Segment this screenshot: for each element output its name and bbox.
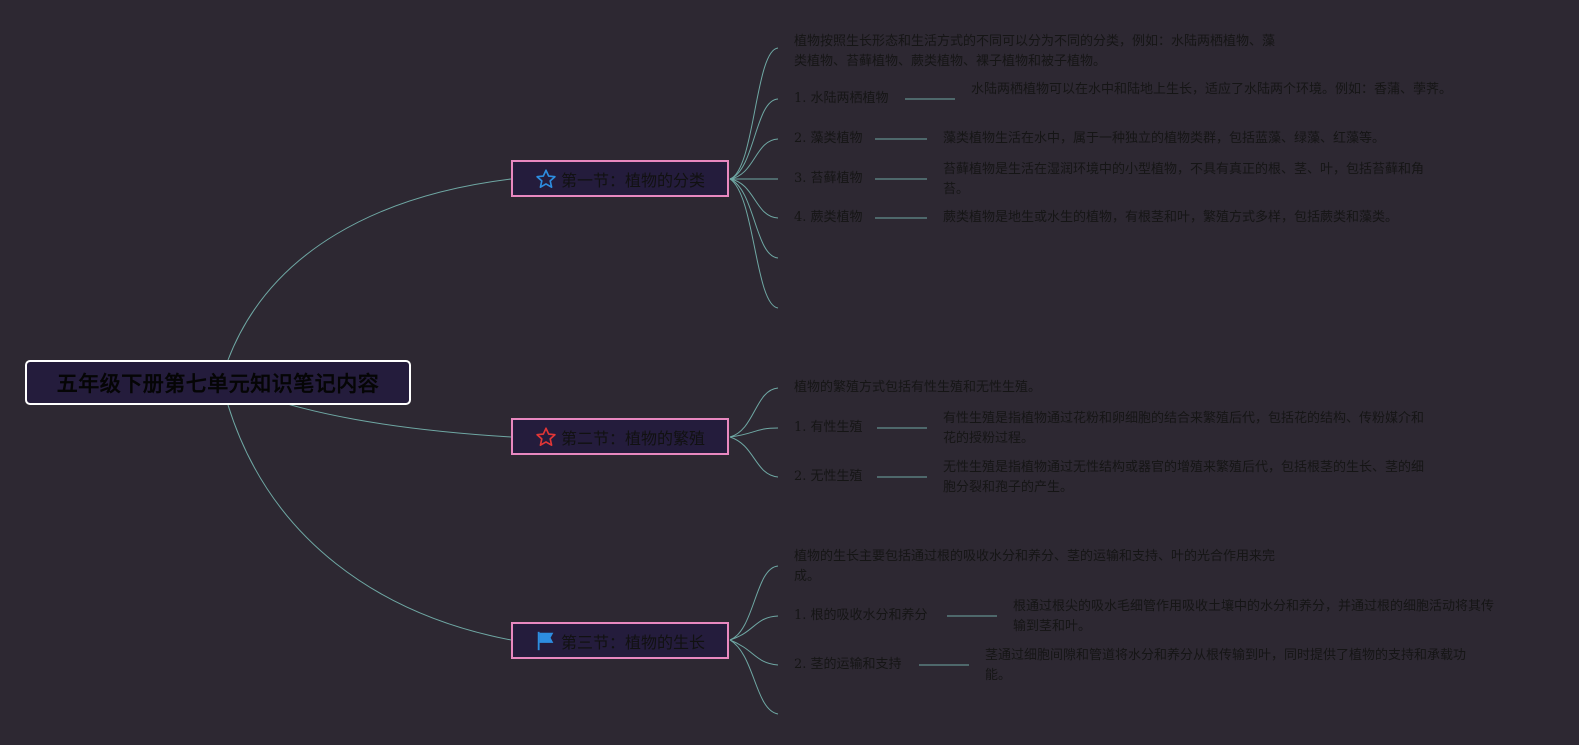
subtopic-detail: 有性生殖是指植物通过花粉和卵细胞的结合来繁殖后代，包括花的结构、传粉媒介和花的授… — [943, 411, 1425, 446]
subtopic-detail: 茎通过细胞间隙和管道将水分和养分从根传输到叶，同时提供了植物的支持和承载功能。 — [985, 648, 1467, 683]
section-title: 第一节：植物的分类 — [560, 170, 705, 190]
root-title: 五年级下册第七单元知识笔记内容 — [56, 371, 380, 396]
section-intro: 植物按照生长形态和生活方式的不同可以分为不同的分类，例如：水陆两栖植物、藻类植物… — [794, 34, 1276, 69]
subtopic-detail: 蕨类植物是地生或水生的植物，有根茎和叶，繁殖方式多样，包括蕨类和藻类。 — [943, 210, 1399, 225]
section-intro: 植物的生长主要包括通过根的吸收水分和养分、茎的运输和支持、叶的光合作用来完成。 — [794, 549, 1276, 584]
section-node-classification[interactable]: 第一节：植物的分类 — [511, 160, 729, 197]
subtopic-label[interactable]: 2. 无性生殖 — [794, 469, 863, 484]
section-node-reproduction[interactable]: 第二节：植物的繁殖 — [511, 418, 729, 455]
subtopic-label[interactable]: 1. 有性生殖 — [794, 420, 863, 435]
subtopic-label[interactable]: 1. 根的吸收水分和养分 — [794, 608, 928, 623]
section-title: 第二节：植物的繁殖 — [560, 428, 705, 448]
section-intro: 植物的繁殖方式包括有性生殖和无性生殖。 — [794, 380, 1042, 395]
subtopic-label[interactable]: 2. 藻类植物 — [794, 131, 863, 146]
subtopic-label[interactable]: 1. 水陆两栖植物 — [794, 91, 889, 106]
star-outline-blue-icon — [535, 168, 557, 190]
subtopic-label[interactable]: 2. 茎的运输和支持 — [794, 657, 902, 672]
flag-blue-icon — [535, 630, 557, 652]
subtopic-detail: 藻类植物生活在水中，属于一种独立的植物类群，包括蓝藻、绿藻、红藻等。 — [943, 131, 1386, 146]
subtopic-detail: 水陆两栖植物可以在水中和陆地上生长，适应了水陆两个环境。例如：香蒲、荸荠。 — [971, 82, 1453, 97]
section-node-growth[interactable]: 第三节：植物的生长 — [511, 622, 729, 659]
subtopic-detail: 苔藓植物是生活在湿润环境中的小型植物，不具有真正的根、茎、叶，包括苔藓和角苔。 — [943, 162, 1425, 197]
subtopic-label[interactable]: 3. 苔藓植物 — [794, 171, 863, 186]
star-outline-red-icon — [535, 426, 557, 448]
subtopic-detail: 根通过根尖的吸水毛细管作用吸收土壤中的水分和养分，并通过根的细胞活动将其传输到茎… — [1013, 599, 1495, 634]
root-node[interactable]: 五年级下册第七单元知识笔记内容 — [25, 360, 411, 405]
subtopic-detail: 无性生殖是指植物通过无性结构或器官的增殖来繁殖后代，包括根茎的生长、茎的细胞分裂… — [943, 460, 1425, 495]
subtopic-label[interactable]: 4. 蕨类植物 — [794, 210, 863, 225]
section-title: 第三节：植物的生长 — [560, 632, 705, 652]
